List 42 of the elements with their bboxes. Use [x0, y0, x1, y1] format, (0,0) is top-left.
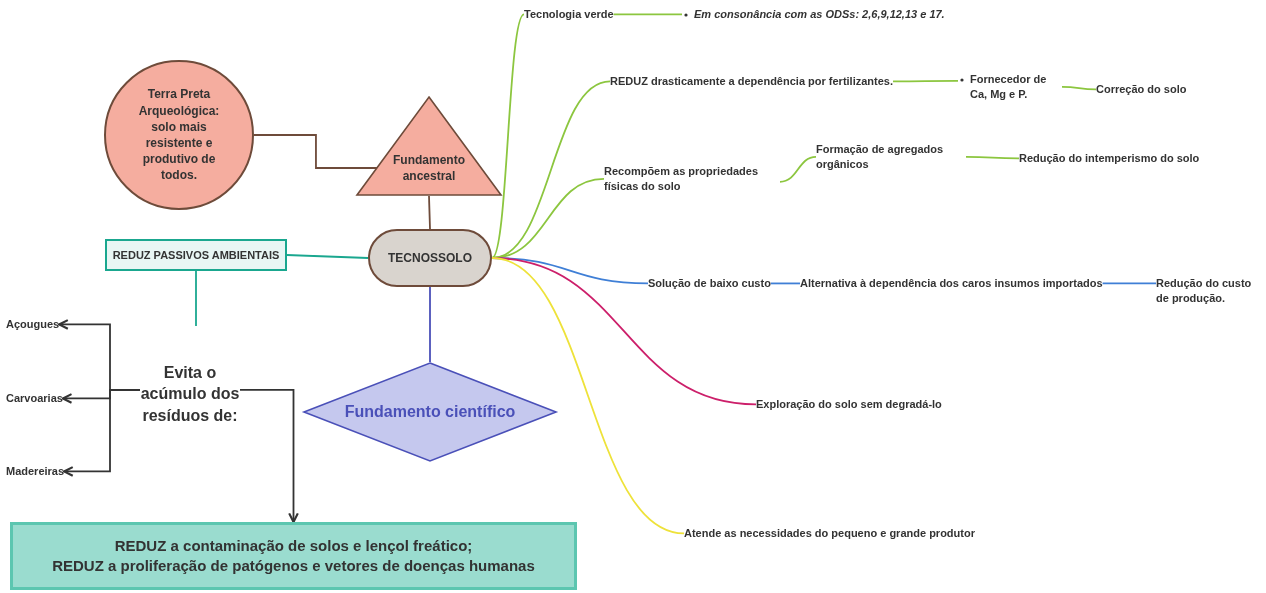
- connector-line: [965, 155, 1020, 160]
- text-label: Fundamento ancestral: [393, 151, 465, 185]
- arrow: [239, 389, 299, 524]
- connector-line: [1101, 282, 1157, 285]
- text-label: Fundamento científico: [344, 402, 516, 423]
- text-label: REDUZ drasticamente a dependência por fertilizantes.: [610, 74, 894, 89]
- arrow: [63, 389, 141, 477]
- connector-line: [769, 282, 801, 285]
- connector-line: [428, 195, 431, 230]
- connector-line: [1061, 85, 1097, 91]
- text-label: Recompõem as propriedades físicas do solo: [604, 164, 760, 194]
- text-label: Evita o acúmulo dos resíduos de:: [140, 362, 240, 426]
- text-label: Em consonância com as ODSs: 2,6,9,12,13 e 17.: [694, 7, 945, 22]
- text-label: Açougues: [6, 317, 60, 332]
- text-label: Fornecedor de Ca, Mg e P.: [970, 72, 1048, 102]
- connector-line: [892, 80, 959, 83]
- connector-line: [612, 13, 683, 16]
- text-label: Formação de agregados orgânicos: [816, 142, 945, 172]
- connector-line: [779, 155, 817, 183]
- text-label: TECNOSSOLO: [388, 249, 472, 267]
- text-label: Correção do solo: [1096, 82, 1187, 97]
- text-label: Alternativa à dependência dos caros insumos importados: [800, 276, 1103, 291]
- text-label: Redução do custo de produção.: [1156, 276, 1253, 306]
- connector-line: [195, 270, 197, 327]
- text-label: Redução do intemperismo do solo: [1019, 151, 1200, 166]
- text-label: Exploração do solo sem degradá-lo: [756, 397, 942, 412]
- text-label: Atende as necessidades do pequeno e grande produtor: [684, 526, 975, 541]
- text-label: REDUZ PASSIVOS AMBIENTAIS: [112, 247, 280, 263]
- text-label: REDUZ a proliferação de patógenos e vetores de doenças humanas: [52, 556, 535, 576]
- text-label: Carvoarias: [6, 391, 63, 406]
- connector-line: [491, 13, 525, 259]
- result-box: [10, 522, 577, 590]
- text-label: Terra Preta Arqueológica: solo mais resistente e produtivo de todos.: [137, 86, 221, 184]
- text-label: Solução de baixo custo: [648, 276, 771, 291]
- rounded-box: [368, 229, 492, 287]
- connector-line: [491, 257, 685, 535]
- connector-line: [429, 286, 431, 363]
- text-label: Madereiras: [6, 464, 65, 479]
- text-label: Tecnologia verde: [524, 7, 614, 22]
- text-label: REDUZ a contaminação de solos e lençol freático;: [114, 535, 473, 556]
- info-box: [105, 239, 287, 271]
- connector-line: [286, 254, 369, 259]
